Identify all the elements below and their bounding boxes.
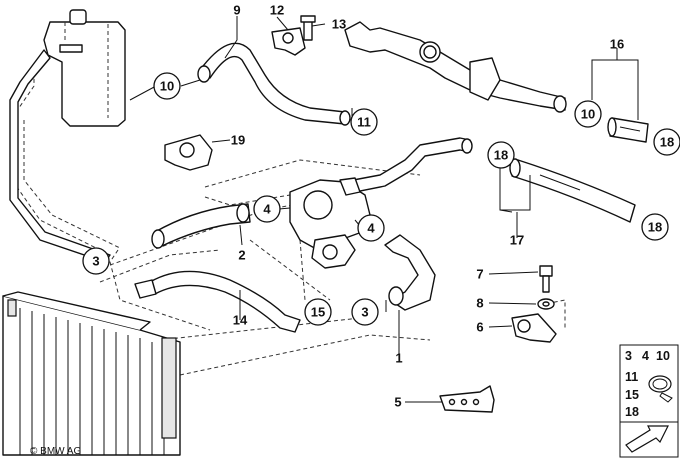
- legend-item-15: 15: [625, 388, 639, 402]
- hose-part-1: [384, 234, 436, 311]
- svg-text:18: 18: [648, 220, 662, 235]
- bolt-part-7: [539, 265, 553, 293]
- legend-item-4: 4: [642, 349, 649, 363]
- leader-lines: [129, 16, 639, 403]
- label-1: 1: [395, 351, 402, 366]
- label-14: 14: [233, 313, 248, 328]
- pipe-flange: [344, 21, 567, 113]
- arrow-icon: [625, 425, 669, 453]
- callout-18c: 18: [641, 213, 669, 241]
- clip-part-19: [164, 134, 213, 171]
- callout-10b: 10: [574, 100, 602, 128]
- svg-text:4: 4: [263, 202, 271, 217]
- label-7: 7: [476, 267, 483, 282]
- hose-part-2: [151, 203, 251, 249]
- clip-part-6: [511, 313, 557, 343]
- callout-3a: 3: [82, 247, 110, 275]
- label-19: 19: [231, 133, 245, 148]
- svg-text:10: 10: [581, 107, 595, 122]
- callout-18b: 18: [487, 141, 515, 169]
- hose-part-18: [509, 158, 636, 223]
- callout-3b: 3: [351, 298, 379, 326]
- radiator: [2, 291, 181, 456]
- hose-clamp-icon: [648, 375, 673, 403]
- label-6: 6: [476, 320, 483, 335]
- legend-box: 3 4 10 11 15 18: [619, 344, 679, 458]
- callout-15: 15: [304, 298, 332, 326]
- svg-text:10: 10: [160, 79, 174, 94]
- expansion-tank: [9, 9, 126, 263]
- svg-text:11: 11: [357, 115, 371, 130]
- plain-labels: 9 12 13 16 19 2 14 17 7 8 6 1 5: [231, 3, 624, 410]
- copyright-text: © BMW AG: [30, 446, 81, 457]
- label-12: 12: [270, 3, 284, 18]
- svg-text:15: 15: [311, 305, 325, 320]
- callout-11: 11: [350, 108, 378, 136]
- callout-18a: 18: [653, 128, 680, 156]
- hose-part-9: [197, 42, 351, 126]
- legend-item-11: 11: [625, 370, 638, 384]
- callout-4b: 4: [357, 214, 385, 242]
- svg-text:18: 18: [494, 148, 508, 163]
- short-hose-16: [607, 117, 649, 143]
- radiator-fins: [19, 308, 165, 455]
- svg-text:18: 18: [660, 135, 674, 150]
- legend-item-18: 18: [625, 405, 639, 419]
- bracket-part-5: [439, 385, 495, 413]
- svg-text:4: 4: [367, 221, 375, 236]
- clip-part-12: [271, 15, 316, 56]
- label-5: 5: [394, 395, 401, 410]
- callout-10a: 10: [153, 72, 181, 100]
- label-13: 13: [332, 17, 346, 32]
- legend-item-10: 10: [656, 349, 670, 363]
- svg-text:3: 3: [92, 254, 99, 269]
- label-16: 16: [610, 37, 624, 52]
- hose-part-14: [134, 270, 301, 333]
- label-9: 9: [233, 3, 240, 18]
- label-17: 17: [510, 233, 524, 248]
- callout-4a: 4: [253, 195, 281, 223]
- label-8: 8: [476, 296, 483, 311]
- svg-text:3: 3: [361, 305, 368, 320]
- legend-item-3: 3: [625, 349, 632, 363]
- thermostat-housing: [289, 177, 371, 269]
- label-2: 2: [238, 248, 245, 263]
- washer-part-8: [537, 298, 555, 310]
